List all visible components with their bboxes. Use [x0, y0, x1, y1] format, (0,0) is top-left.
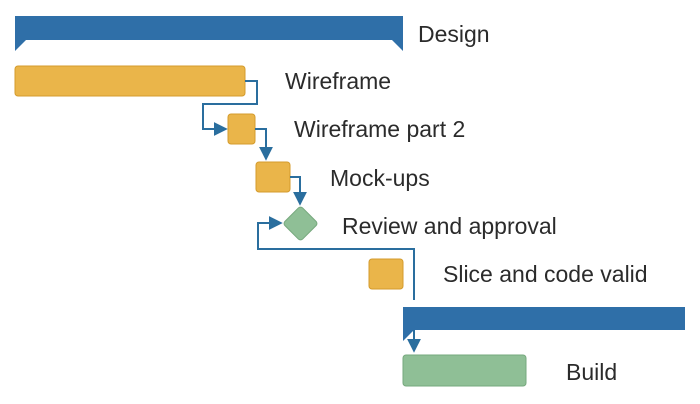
review-milestone[interactable]: [283, 206, 318, 241]
build-summary-bar[interactable]: [403, 307, 685, 341]
design-label: Design: [418, 21, 490, 47]
connector-loop-into-review: [257, 216, 415, 300]
design-summary-bar[interactable]: [15, 16, 403, 51]
wireframe-label: Wireframe: [285, 68, 391, 94]
slice-bar[interactable]: [368, 258, 404, 290]
wireframe-part2-bar[interactable]: [227, 113, 256, 145]
build-label: Build: [566, 359, 617, 385]
mockups-label: Mock-ups: [330, 165, 430, 191]
connector-wireframe-to-part2: [202, 80, 258, 136]
connector-part2-to-mockups: [255, 128, 273, 161]
build-bar[interactable]: [402, 354, 527, 387]
connector-mockups-to-review: [290, 176, 307, 206]
wireframe-bar[interactable]: [14, 65, 246, 97]
mockups-bar[interactable]: [255, 161, 291, 193]
slice-label: Slice and code valid: [443, 261, 648, 287]
review-label: Review and approval: [342, 213, 557, 239]
wireframe-part2-label: Wireframe part 2: [294, 116, 465, 142]
